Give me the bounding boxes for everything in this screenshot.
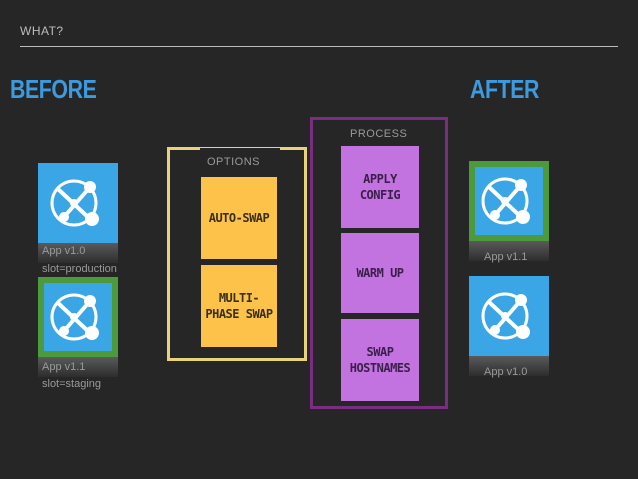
- options-title: OPTIONS: [207, 156, 261, 168]
- before-heading: BEFORE: [10, 74, 97, 104]
- process-warm-up: WARM UP: [341, 233, 419, 313]
- before-tile-1-name: App v1.0: [42, 245, 86, 257]
- option-multi-phase-swap: MULTI- PHASE SWAP: [201, 265, 277, 347]
- app-service-icon: [44, 169, 112, 237]
- process-box: [310, 117, 448, 409]
- tile-caption-bg: [38, 357, 118, 377]
- app-service-icon: [475, 167, 543, 235]
- before-tile-2-name: App v1.1: [42, 361, 86, 373]
- app-service-icon: [44, 283, 112, 351]
- slide-header-label: WHAT?: [20, 24, 64, 38]
- option-auto-swap: AUTO-SWAP: [201, 177, 277, 259]
- process-swap-hostnames: SWAP HOSTNAMES: [341, 319, 419, 401]
- app-service-icon: [475, 282, 543, 350]
- before-tile-1-slot: slot=production: [42, 263, 117, 275]
- process-apply-config: APPLY CONFIG: [341, 146, 419, 228]
- after-heading: AFTER: [470, 74, 540, 104]
- process-title: PROCESS: [350, 128, 408, 140]
- options-title-gap: [200, 148, 280, 162]
- after-tile-1-name: App v1.1: [484, 251, 528, 263]
- before-tile-2-slot: slot=staging: [42, 378, 102, 390]
- after-tile-2-name: App v1.0: [484, 366, 528, 378]
- header-divider: [20, 46, 618, 47]
- tile-caption-bg: [469, 241, 549, 261]
- tile-caption-bg: [469, 356, 549, 376]
- tile-caption-bg: [38, 243, 118, 263]
